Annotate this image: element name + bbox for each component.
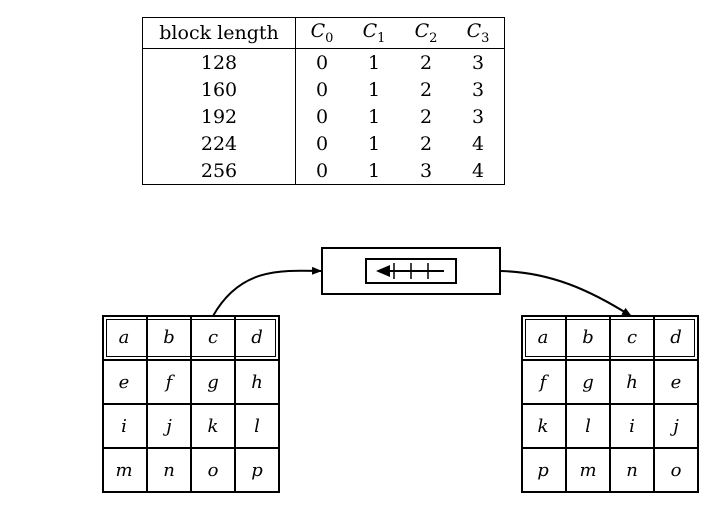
grid-cell: o bbox=[670, 459, 682, 481]
shift-cell: 3 bbox=[471, 51, 485, 74]
grid-cell: g bbox=[582, 371, 594, 393]
shift-header-c3: C3 bbox=[452, 17, 505, 49]
grid-cell: k bbox=[537, 415, 549, 437]
grid-cell: p bbox=[251, 459, 263, 481]
grid-cell: d bbox=[251, 326, 263, 348]
block-length-header: block length bbox=[142, 17, 296, 49]
grid-cell: c bbox=[626, 326, 638, 348]
block-length-cell: 128 bbox=[142, 48, 296, 76]
shift-cell: 3 bbox=[471, 105, 485, 128]
table-row: 224 0 1 2 4 bbox=[142, 130, 505, 157]
table-header-row: block length C0 C1 C2 C3 bbox=[142, 17, 505, 49]
table-row: 128 0 1 2 3 bbox=[142, 48, 505, 76]
shift-cell: 2 bbox=[419, 51, 433, 74]
grid-lines bbox=[102, 315, 280, 493]
input-arrow bbox=[212, 266, 322, 317]
table-row: 256 0 1 3 4 bbox=[142, 157, 505, 185]
grid-cell: p bbox=[537, 459, 549, 481]
shift-header-c2: C2 bbox=[400, 17, 452, 49]
grid-cell: e bbox=[118, 371, 130, 393]
shift-cell: 4 bbox=[471, 159, 485, 182]
grid-cell: g bbox=[207, 371, 219, 393]
table-row: 160 0 1 2 3 bbox=[142, 76, 505, 103]
block-length-cell: 192 bbox=[142, 103, 296, 130]
shift-cell: 4 bbox=[471, 132, 485, 155]
block-length-cell: 256 bbox=[142, 157, 296, 185]
grid-cell: l bbox=[585, 415, 591, 437]
output-state-grid: a b c d f g h e k l i j p m n o bbox=[521, 315, 699, 493]
grid-cell: k bbox=[207, 415, 219, 437]
grid-cell: n bbox=[626, 459, 638, 481]
table-row: 192 0 1 2 3 bbox=[142, 103, 505, 130]
shift-cell: 1 bbox=[367, 78, 381, 101]
grid-cell: m bbox=[115, 459, 133, 481]
shift-cell: 0 bbox=[315, 78, 329, 101]
shift-cell: 3 bbox=[471, 78, 485, 101]
grid-cell: i bbox=[121, 415, 127, 437]
shift-cell: 1 bbox=[367, 105, 381, 128]
grid-cell: m bbox=[579, 459, 597, 481]
shift-cell: 0 bbox=[315, 105, 329, 128]
grid-cell: a bbox=[118, 326, 130, 348]
shift-header-c1: C1 bbox=[348, 17, 400, 49]
grid-cell: i bbox=[629, 415, 635, 437]
grid-lines bbox=[521, 315, 699, 493]
grid-cell: j bbox=[673, 415, 679, 437]
shift-offset-table: block length C0 C1 C2 C3 128 0 1 2 3 160… bbox=[142, 17, 505, 185]
grid-cell: h bbox=[626, 371, 638, 393]
shift-cell: 1 bbox=[367, 132, 381, 155]
shift-cell: 1 bbox=[367, 51, 381, 74]
grid-cell: j bbox=[166, 415, 172, 437]
grid-cell: o bbox=[207, 459, 219, 481]
shift-header-c0: C0 bbox=[295, 17, 348, 49]
shift-cell: 2 bbox=[419, 78, 433, 101]
grid-cell: l bbox=[254, 415, 260, 437]
shift-arrow-head bbox=[376, 265, 390, 277]
shift-cell: 1 bbox=[367, 159, 381, 182]
grid-cell: b bbox=[582, 326, 594, 348]
block-length-cell: 160 bbox=[142, 76, 296, 103]
grid-cell: a bbox=[537, 326, 549, 348]
grid-cell: d bbox=[670, 326, 682, 348]
block-length-cell: 224 bbox=[142, 130, 296, 157]
shift-cell: 3 bbox=[419, 159, 433, 182]
output-arrow bbox=[499, 270, 632, 317]
grid-cell: e bbox=[670, 371, 682, 393]
input-state-grid: a b c d e f g h i j k l m n o p bbox=[102, 315, 280, 493]
shift-left-register-icon bbox=[321, 247, 501, 295]
shift-cell: 0 bbox=[315, 132, 329, 155]
grid-cell: f bbox=[539, 371, 547, 393]
grid-cell: f bbox=[165, 371, 173, 393]
shift-cell: 0 bbox=[315, 51, 329, 74]
shift-cell: 0 bbox=[315, 159, 329, 182]
grid-cell: h bbox=[251, 371, 263, 393]
shift-cell: 2 bbox=[419, 105, 433, 128]
shift-cell: 2 bbox=[419, 132, 433, 155]
grid-cell: c bbox=[207, 326, 219, 348]
grid-cell: b bbox=[163, 326, 175, 348]
grid-cell: n bbox=[163, 459, 175, 481]
